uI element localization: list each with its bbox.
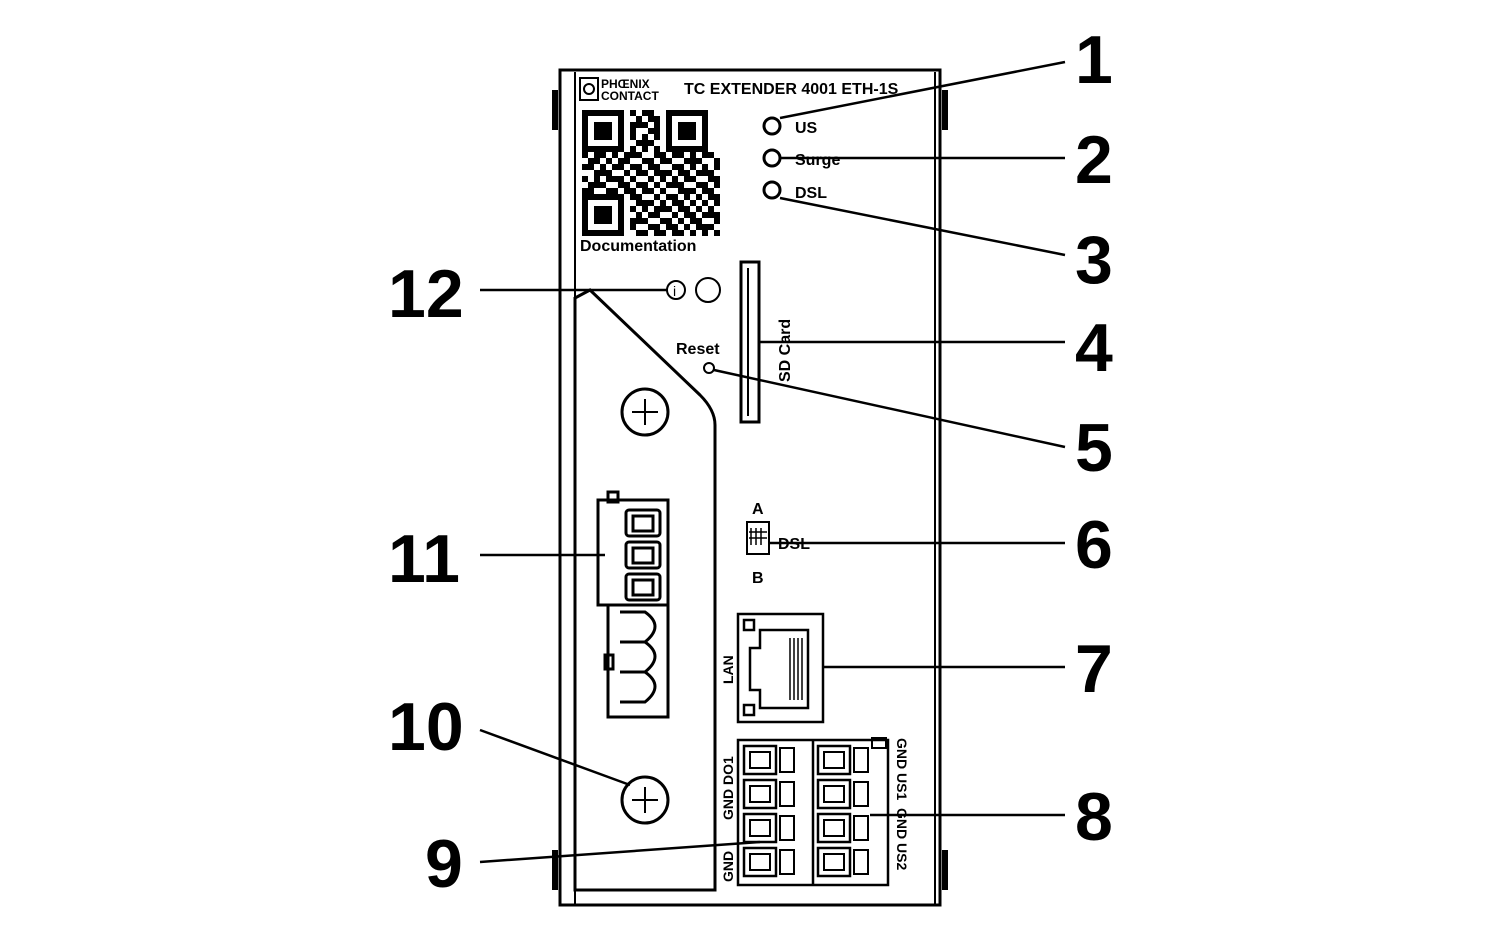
info-icon: i (673, 283, 676, 299)
callout-8: 8 (1075, 779, 1113, 855)
phoenix-contact-logo: PHŒNIX CONTACT (579, 77, 659, 103)
right-terminal-label-top: GND US1 (894, 738, 910, 800)
brand-line1: PHŒNIX (601, 77, 650, 91)
callout-4: 4 (1075, 310, 1113, 386)
callout-9: 9 (425, 826, 463, 902)
callout-1: 1 (1075, 22, 1113, 98)
led-surge-label: Surge (795, 152, 840, 169)
dsl-terminal-connector (596, 490, 670, 719)
switch-b-label: B (752, 570, 764, 587)
switch-dsl-label: DSL (778, 536, 810, 553)
led-surge: Surge (762, 148, 840, 169)
callout-10: 10 (388, 689, 464, 765)
signal-terminal-block (736, 737, 890, 887)
led-us: US (762, 116, 818, 137)
switch-a-label: A (752, 501, 764, 518)
sd-card-slot: SD Card (739, 260, 794, 424)
callout-2: 2 (1075, 122, 1113, 198)
model-title: TC EXTENDER 4001 ETH-1S (684, 81, 899, 98)
callout-7: 7 (1075, 631, 1113, 707)
dsl-ab-switch[interactable]: A DSL B (746, 501, 810, 587)
callout-11: 11 (388, 521, 460, 597)
reset-button[interactable] (703, 362, 715, 374)
reset-label: Reset (676, 341, 720, 358)
lan-port[interactable] (736, 612, 825, 724)
screw-bottom (620, 775, 670, 825)
callout-5: 5 (1075, 410, 1113, 486)
callout-6: 6 (1075, 507, 1113, 583)
callout-12: 12 (388, 256, 464, 332)
screw-top (620, 387, 670, 437)
qr-code (582, 110, 720, 236)
callout-3: 3 (1075, 222, 1113, 298)
left-terminal-label-top: GND DO1 (720, 756, 736, 820)
led-us-label: US (795, 120, 818, 137)
brand-line2: CONTACT (601, 89, 659, 103)
lan-label: LAN (720, 655, 736, 684)
front-cover-panel (573, 288, 717, 892)
left-terminal-label-bottom: GND (720, 851, 736, 882)
info-indicator: i (666, 277, 721, 303)
led-dsl: DSL (762, 180, 827, 202)
documentation-label: Documentation (580, 238, 696, 255)
callout-numbers: 1 2 3 4 5 6 7 8 9 10 11 12 (388, 22, 1113, 902)
right-terminal-label-bottom: GND US2 (894, 808, 910, 870)
sd-card-label: SD Card (777, 319, 794, 382)
led-dsl-label: DSL (795, 185, 827, 202)
callout-leader-lines (479, 60, 1066, 864)
